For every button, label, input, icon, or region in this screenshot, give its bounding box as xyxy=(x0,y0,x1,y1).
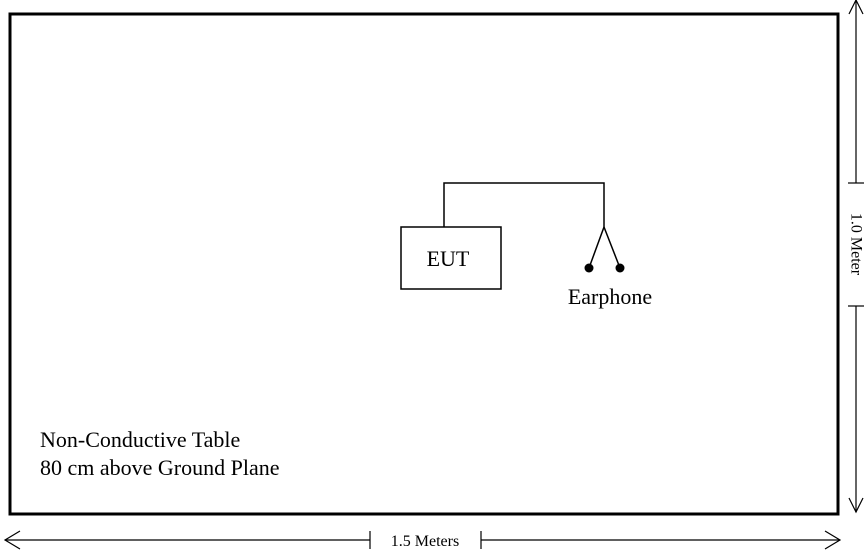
height-arrow-top-icon xyxy=(848,0,864,15)
table-label-line2: 80 cm above Ground Plane xyxy=(40,455,280,480)
width-arrow-left-icon xyxy=(3,530,21,550)
earphone-cable xyxy=(443,182,605,227)
earphone-left-icon xyxy=(584,263,594,273)
earphone-right-icon xyxy=(615,263,625,273)
width-dimension-label: 1.5 Meters xyxy=(391,533,459,550)
width-arrow-right-icon xyxy=(824,530,842,550)
earphone-label: Earphone xyxy=(568,284,652,309)
height-dimension-label: 1.0 Meter xyxy=(848,213,865,276)
height-arrow-bottom-icon xyxy=(848,497,864,514)
eut-box xyxy=(400,226,502,290)
eut-label: EUT xyxy=(427,246,470,271)
table-label-line1: Non-Conductive Table xyxy=(40,427,240,452)
earphone-wire-right xyxy=(603,226,621,269)
table-outline xyxy=(8,12,840,516)
earphone-wire-left xyxy=(588,226,605,269)
